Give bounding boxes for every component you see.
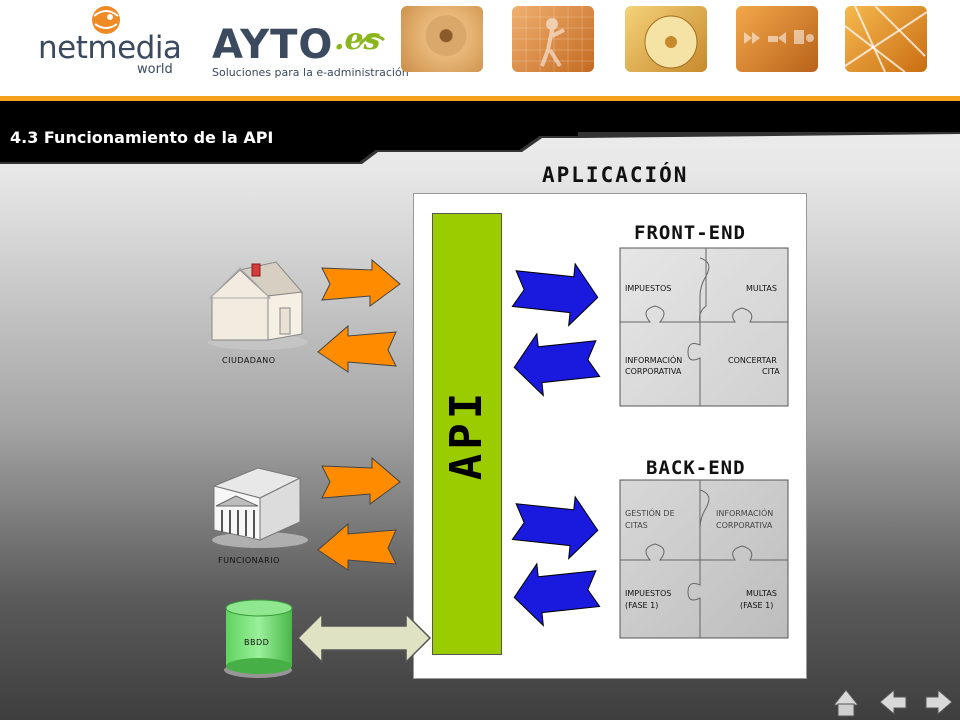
disc-thumbnail-image xyxy=(625,6,707,72)
house-icon xyxy=(208,261,308,350)
front-piece-impuestos: IMPUESTOS xyxy=(625,284,672,293)
title-bar-shape xyxy=(0,101,960,164)
back-piece-multas-fase: (FASE 1) xyxy=(740,601,774,610)
netmedia-logo-sub: world xyxy=(137,62,173,77)
forward-button[interactable] xyxy=(924,688,954,714)
page-title: 4.3 Funcionamiento de la API xyxy=(10,128,274,147)
database-icon xyxy=(224,599,293,678)
government-building-icon xyxy=(212,467,308,548)
front-piece-corporativa: CORPORATIVA xyxy=(625,367,682,376)
back-piece-corporativa: CORPORATIVA xyxy=(716,521,773,530)
back-piece-impuestos: IMPUESTOS xyxy=(625,589,672,598)
eye-thumbnail-image xyxy=(401,6,483,72)
netmedia-logo-text: netmedia xyxy=(38,30,182,66)
netmedia-globe-icon xyxy=(92,6,120,34)
ayto-tagline: Soluciones para la e-administración xyxy=(212,66,409,79)
header: netmedia world AYTO .es Soluciones para … xyxy=(0,0,960,96)
ayto-logo-suffix: .es xyxy=(334,22,381,57)
database-caption: BBDD xyxy=(244,638,270,647)
api-bar xyxy=(432,213,502,655)
official-caption: FUNCIONARIO xyxy=(218,556,280,565)
front-piece-cita: CITA xyxy=(762,367,780,376)
media-controls-thumbnail-image xyxy=(736,6,818,72)
back-end-puzzle xyxy=(619,479,789,639)
blue-arrows xyxy=(511,262,601,627)
ayto-logo-text: AYTO xyxy=(212,22,334,68)
citizen-caption: CIUDADANO xyxy=(222,356,276,365)
nav-buttons-graphics xyxy=(832,688,953,717)
back-piece-impuestos-fase: (FASE 1) xyxy=(625,601,659,610)
arrow-right-icon xyxy=(925,688,953,716)
front-piece-multas: MULTAS xyxy=(746,284,777,293)
front-piece-concertar: CONCERTAR xyxy=(728,356,777,365)
orange-arrows xyxy=(317,258,401,571)
arrow-left-icon xyxy=(879,688,907,716)
home-button[interactable] xyxy=(830,688,860,714)
player-thumbnail-image xyxy=(512,6,594,72)
back-piece-gestion: GESTIÓN DE xyxy=(625,509,675,518)
back-piece-multas: MULTAS xyxy=(746,589,777,598)
header-graphics xyxy=(92,6,385,46)
front-end-label: FRONT-END xyxy=(634,222,746,244)
abstract-thumbnail-image xyxy=(845,6,927,72)
home-icon xyxy=(832,689,860,717)
front-end-puzzle xyxy=(619,247,789,407)
ayto-logo-mark xyxy=(358,34,385,46)
back-end-label: BACK-END xyxy=(646,457,746,479)
header-divider xyxy=(0,96,960,101)
front-piece-informacion: INFORMACIÓN xyxy=(625,356,683,365)
back-button[interactable] xyxy=(878,688,908,714)
application-label: APLICACIÓN xyxy=(542,163,689,187)
database-double-arrow xyxy=(296,612,432,664)
back-piece-informacion: INFORMACIÓN xyxy=(716,509,774,518)
back-piece-citas: CITAS xyxy=(625,521,648,530)
